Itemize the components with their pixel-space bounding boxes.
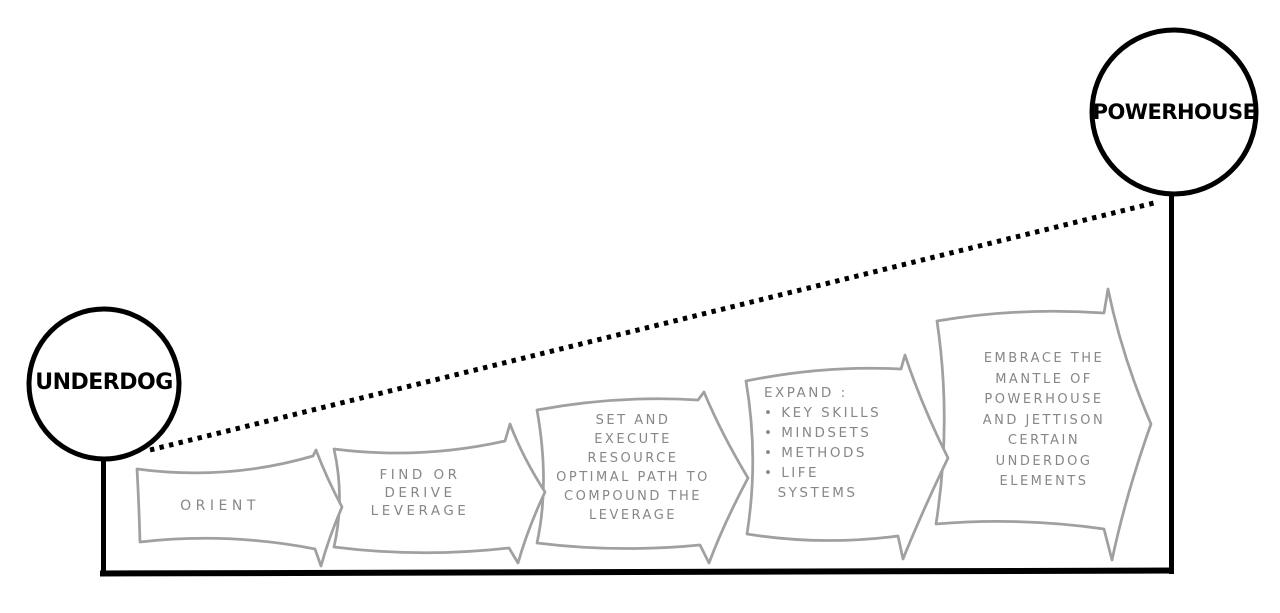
step-arrow-1 (135, 448, 344, 568)
step-arrow-4 (744, 353, 950, 561)
powerhouse-circle (1089, 27, 1259, 197)
underdog-circle (26, 306, 182, 462)
step-label-embrace-mantle: EMBRACE THE MANTLE OF POWERHOUSE AND JET… (982, 351, 1106, 489)
powerhouse-label: POWERHOUSE (1092, 100, 1257, 124)
underdog-label: UNDERDOG (35, 370, 173, 395)
step-label-expand-list: EXPAND : • KEY SKILLS • MINDSETS • METHO… (764, 385, 882, 501)
growth-trajectory-dotted-line (149, 199, 1159, 453)
step-arrow-5 (934, 287, 1153, 562)
baseline (99, 567, 1175, 577)
step-arrow-2 (332, 422, 547, 565)
step-label-find-or-derive-leverage: FIND OR DERIVE LEVERAGE (370, 467, 470, 519)
step-label-set-and-execute-path: SET AND EXECUTE RESOURCE OPTIMAL PATH TO… (556, 413, 710, 523)
step-label-orient: ORIENT (180, 498, 260, 514)
step-arrow-3 (535, 390, 750, 565)
